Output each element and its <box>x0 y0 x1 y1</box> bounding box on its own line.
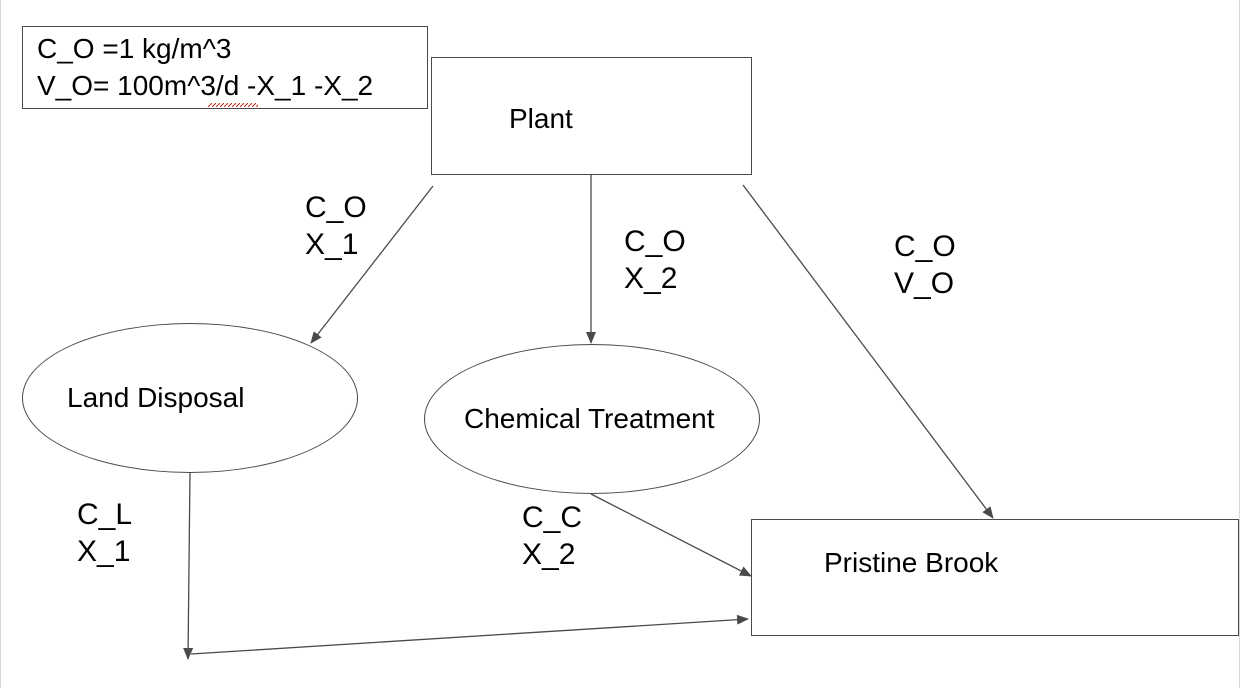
node-land-disposal[interactable]: Land Disposal <box>22 323 358 473</box>
node-pristine-brook-label: Pristine Brook <box>824 547 999 578</box>
label-chem-out-flow: X_2 <box>522 538 576 571</box>
label-plant-to-brook-conc: C_O <box>894 230 956 263</box>
node-land-disposal-label: Land Disposal <box>67 382 245 413</box>
label-plant-to-chem-conc: C_O <box>624 225 686 258</box>
note-line-1: C_O =1 kg/m^3 <box>37 33 232 64</box>
edge-land-disposal-down[interactable] <box>183 471 194 660</box>
node-plant[interactable]: Plant <box>431 57 752 175</box>
edge-plant-to-pristine-brook[interactable] <box>742 184 994 519</box>
label-plant-to-brook-flow: V_O <box>894 267 955 300</box>
parameters-note[interactable]: C_O =1 kg/m^3 V_O= 100m^3/d -X_1 -X_2 <box>22 26 428 109</box>
edge-merge-to-pristine-brook[interactable] <box>190 614 749 655</box>
label-plant-to-chem-flow: X_2 <box>624 262 678 295</box>
node-chemical-treatment[interactable]: Chemical Treatment <box>424 344 760 494</box>
edge-plant-to-land-disposal[interactable] <box>310 185 434 344</box>
node-pristine-brook[interactable]: Pristine Brook <box>751 519 1239 636</box>
spellcheck-underline <box>208 103 258 107</box>
label-land-out-conc: C_L <box>77 498 133 531</box>
note-line-2: V_O= 100m^3/d -X_1 -X_2 <box>37 70 374 101</box>
label-plant-to-land-conc: C_O <box>305 191 367 224</box>
node-chemical-treatment-label: Chemical Treatment <box>464 403 715 434</box>
node-plant-label: Plant <box>509 103 573 134</box>
label-land-out-flow: X_1 <box>77 535 131 568</box>
label-chem-out-conc: C_C <box>522 501 583 534</box>
edge-chemical-treatment-to-pristine-brook[interactable] <box>590 493 752 577</box>
label-plant-to-land-flow: X_1 <box>305 228 359 261</box>
